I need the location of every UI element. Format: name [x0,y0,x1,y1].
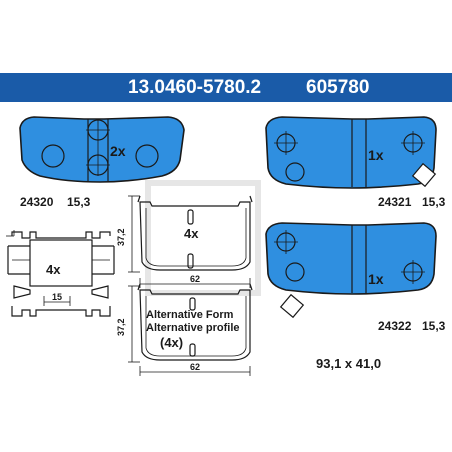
pad-id-label: 24320 [20,195,54,209]
watermark-frame [145,180,261,296]
clip-quantity-label: 4x [46,262,61,277]
clip-width-dimension: 15 [52,292,62,302]
overall-dimensions: 93,1 x 41,0 [316,356,381,371]
brake-pad-24322: 1x [265,222,437,319]
alternative-form-label: Alternative Form [146,309,234,321]
part-number: 13.0460-5780.2 [128,77,262,98]
pad-thickness-label: 15,3 [422,319,446,333]
brake-pad-24320: 2x [19,116,185,183]
reference-number: 605780 [306,77,370,98]
pad-quantity-label: 1x [368,147,384,163]
alternative-shim: Alternative Form Alternative profile (4x… [116,283,253,376]
pad-quantity-label: 1x [368,271,384,287]
pad-id-label: 24321 [378,195,412,209]
shim-height-dimension: 37,2 [116,228,126,246]
part-number-header: 13.0460-5780.2 605780 [0,73,452,102]
shim-quantity-label: 4x [184,226,199,241]
alternative-profile-label: Alternative profile [146,322,240,334]
shim-width-dimension: 62 [190,274,200,284]
alternative-height-dimension: 37,2 [116,318,126,336]
pad-thickness-label: 15,3 [67,195,91,209]
anti-squeal-shim: 4x 37,2 62 [116,195,253,288]
retaining-clip: 4x 15 [6,230,115,317]
alternative-width-dimension: 62 [190,362,200,372]
pad-id-label: 24322 [378,319,412,333]
alternative-quantity-label: (4x) [160,335,183,350]
pad-quantity-label: 2x [110,143,126,159]
brake-pad-24321: 1x [265,116,437,189]
pad-thickness-label: 15,3 [422,195,446,209]
